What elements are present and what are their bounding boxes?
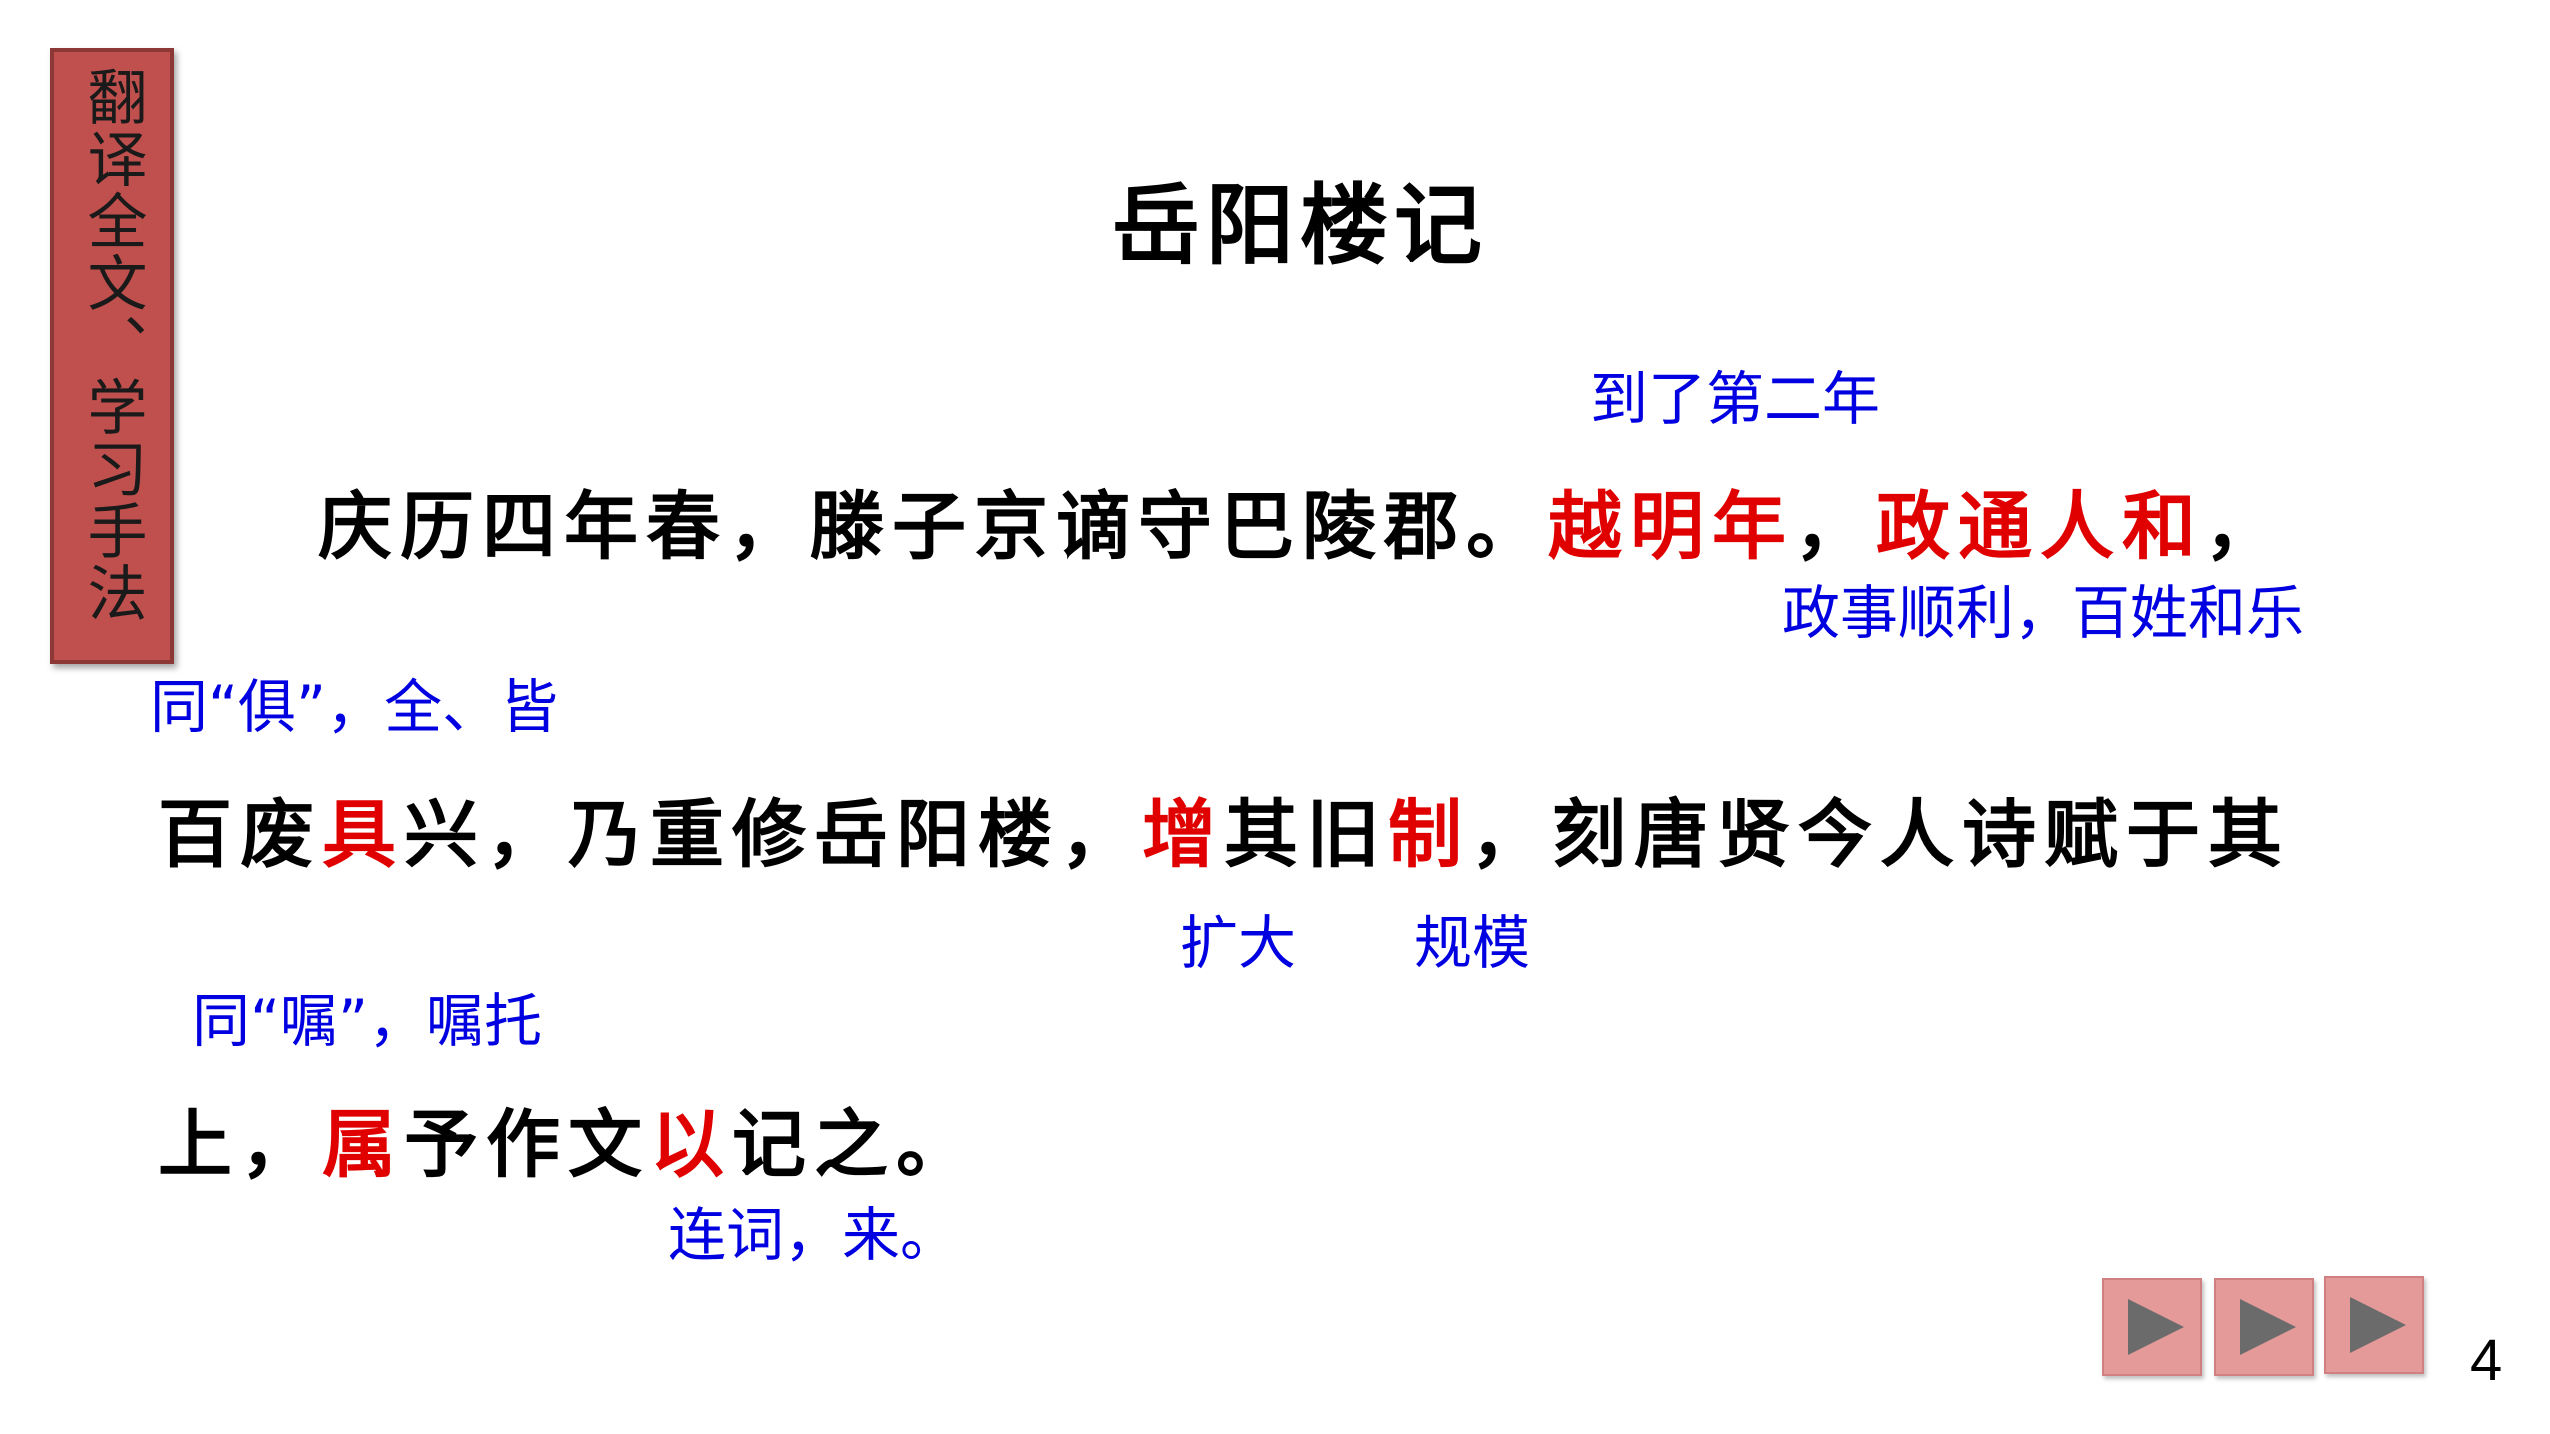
note-zheng-tong-ren-he: 政事顺利，百姓和乐: [1782, 579, 2305, 647]
page-title: 岳阳楼记: [1111, 173, 1488, 277]
play-icon: [2350, 1297, 2406, 1353]
line3-seg4: 记之。: [732, 1102, 978, 1188]
line1-seg4: ，: [2204, 484, 2286, 570]
note-zeng: 扩大: [1180, 909, 1297, 977]
line1-seg3: 政通人和: [1876, 484, 2204, 570]
line2-seg0: 百废: [158, 792, 322, 878]
line3-seg2: 予作文: [404, 1102, 650, 1188]
note-zhu: 同“嘱”，嘱托: [192, 987, 543, 1055]
side-tab[interactable]: 翻译全文、学习手法: [50, 48, 174, 664]
page-number: 4: [2470, 1328, 2503, 1393]
nav-button-2[interactable]: [2214, 1278, 2314, 1376]
line1-seg0: 庆历四年春，滕子京谪守巴陵郡。: [318, 484, 1548, 570]
text-line-1: 庆历四年春，滕子京谪守巴陵郡。越明年，政通人和，: [318, 482, 2286, 572]
play-icon: [2240, 1299, 2296, 1355]
line1-seg2: ，: [1794, 484, 1876, 570]
play-icon: [2128, 1299, 2184, 1355]
line3-seg3: 以: [650, 1102, 732, 1188]
line2-seg2: 兴，乃重修岳阳楼，: [404, 792, 1142, 878]
side-tab-label: 翻译全文、学习手法: [77, 66, 147, 624]
line3-seg1: 属: [322, 1102, 404, 1188]
line2-seg1: 具: [322, 792, 404, 878]
line2-seg3: 增: [1142, 792, 1224, 878]
line1-seg1: 越明年: [1548, 484, 1794, 570]
line2-seg5: 制: [1388, 792, 1470, 878]
nav-button-1[interactable]: [2102, 1278, 2202, 1376]
note-ju: 同“俱”，全、皆: [150, 673, 559, 741]
note-yue-ming-nian: 到了第二年: [1590, 365, 1881, 433]
text-line-2: 百废具兴，乃重修岳阳楼，增其旧制，刻唐贤今人诗赋于其: [158, 790, 2290, 880]
nav-button-3[interactable]: [2324, 1276, 2424, 1374]
line2-seg6: ，刻唐贤今人诗赋于其: [1470, 792, 2290, 878]
note-yi: 连词，来。: [668, 1201, 959, 1269]
line3-seg0: 上，: [158, 1102, 322, 1188]
note-zhi: 规模: [1414, 909, 1531, 977]
line2-seg4: 其旧: [1224, 792, 1388, 878]
text-line-3: 上，属予作文以记之。: [158, 1100, 978, 1190]
